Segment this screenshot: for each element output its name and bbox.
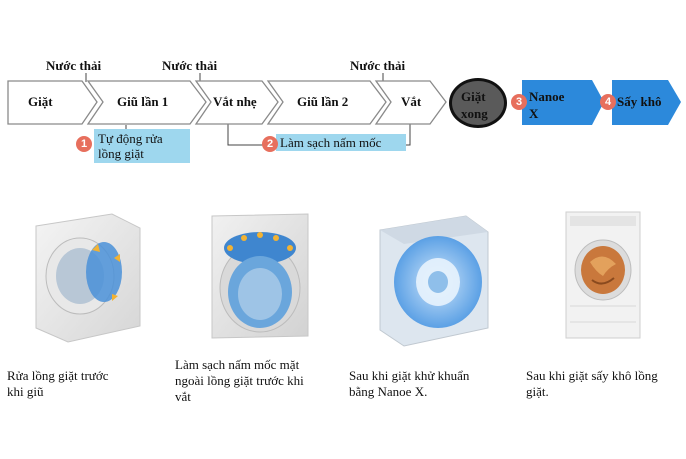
step-shape-giu-1 — [86, 80, 207, 125]
step-shape-giu-2 — [266, 80, 387, 125]
step-giu-1: Giũ lần 1 — [117, 94, 169, 109]
done-circle — [449, 78, 507, 128]
badge-3: 3 — [511, 94, 527, 110]
step-shape-say-kho — [612, 80, 681, 125]
caption-4-line-1: Sau khi giặt sấy khô lồng — [526, 368, 658, 383]
note-1-line-1: Tự động rửa — [98, 131, 163, 146]
caption-3-line-1: Sau khi giặt khử khuẩn — [349, 368, 470, 383]
step-shape-giat — [7, 80, 98, 125]
caption-panel-2: Làm sạch nấm mốc mặt ngoài lồng giặt trư… — [175, 357, 345, 405]
badge-2: 2 — [262, 136, 278, 152]
washer-drum-rinse-icon — [35, 213, 141, 343]
note-1-line-2: lồng giặt — [98, 146, 144, 161]
step-shape-nanoe — [522, 80, 604, 125]
badge-4: 4 — [600, 94, 616, 110]
caption-panel-1: Rửa lồng giặt trước khi giũ — [7, 368, 157, 400]
steps-chevrons — [7, 80, 447, 125]
note-mold-clean: Làm sạch nấm mốc — [276, 134, 406, 151]
drain-label-2: Nước thải — [162, 58, 218, 73]
step-nanoe-x: Nanoe X — [529, 88, 564, 122]
step-vat-nhe: Vắt nhẹ — [213, 94, 257, 109]
done-label: Giặt xong — [461, 88, 488, 122]
caption-2-line-1: Làm sạch nấm mốc mặt — [175, 357, 300, 372]
step-shape-vat-nhe — [194, 80, 279, 125]
caption-4-line-2: giặt. — [526, 384, 549, 399]
step-vat: Vắt — [401, 94, 422, 109]
washer-nanoe-x-icon — [379, 215, 489, 347]
drain-label-1: Nước thải — [46, 58, 102, 73]
step-say-kho: Sấy khô — [617, 94, 662, 109]
note-2-line-1: Làm sạch nấm mốc — [280, 135, 382, 150]
caption-panel-3: Sau khi giặt khử khuẩn bằng Nanoe X. — [349, 368, 519, 400]
nanoe-line-1: Nanoe — [529, 89, 565, 104]
caption-panel-4: Sau khi giặt sấy khô lồng giặt. — [526, 368, 686, 400]
caption-1-line-1: Rửa lồng giặt trước — [7, 368, 109, 383]
caption-1-line-2: khi giũ — [7, 384, 44, 399]
done-line-2: xong — [461, 106, 488, 121]
step-giat: Giặt — [28, 94, 53, 109]
caption-2-line-2: ngoài lồng giặt trước khi — [175, 373, 304, 388]
step-giu-2: Giũ lần 2 — [297, 94, 349, 109]
done-line-1: Giặt — [461, 89, 486, 104]
step-shape-vat — [374, 80, 447, 125]
note-auto-rinse: Tự động rửa lồng giặt — [94, 129, 190, 163]
washer-dry-icon — [565, 211, 641, 339]
caption-3-line-2: bằng Nanoe X. — [349, 384, 428, 399]
blue-steps — [522, 80, 681, 125]
badge-1: 1 — [76, 136, 92, 152]
washer-drum-mold-clean-icon — [211, 213, 309, 339]
drain-label-3: Nước thải — [350, 58, 406, 73]
caption-2-line-3: vắt — [175, 389, 191, 404]
nanoe-line-2: X — [529, 106, 539, 121]
